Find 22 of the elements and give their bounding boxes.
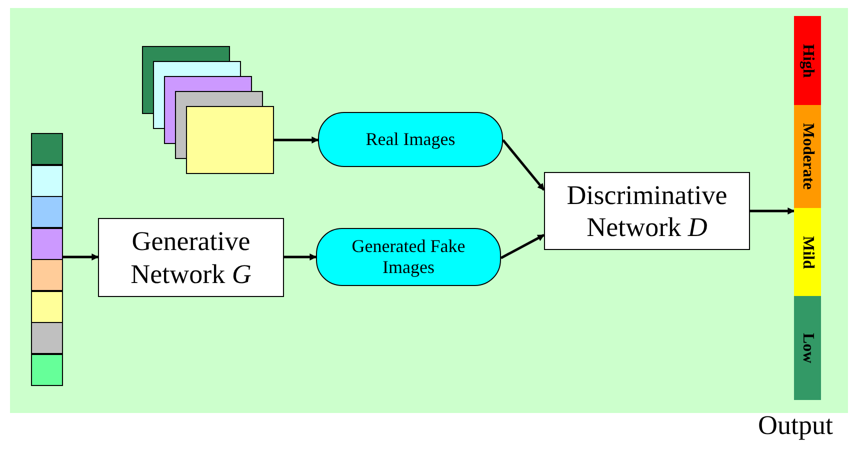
rounded-box [316,228,501,286]
arrow [750,208,795,214]
process-box [544,172,750,250]
node-label: Generative Network G [130,225,252,290]
arrow [63,254,99,260]
node-label: Discriminative Network D [566,178,728,244]
scale-segment: Moderate [794,105,821,208]
rounded-box [318,112,503,167]
node-label: Generated Fake Images [350,236,466,278]
scale-segment: High [794,16,821,105]
node-label: Real Images [366,129,456,150]
output-label: Output [758,410,834,441]
arrow [502,139,545,191]
arrow [500,234,545,260]
scale-segment: Low [794,296,821,400]
process-box [98,218,284,297]
output-scale-bar [794,16,821,400]
image-stack-drawing [142,46,274,176]
scale-segment: Mild [794,208,821,296]
arrow [274,136,319,144]
noise-vector-drawing [31,133,63,385]
arrow [284,254,317,260]
